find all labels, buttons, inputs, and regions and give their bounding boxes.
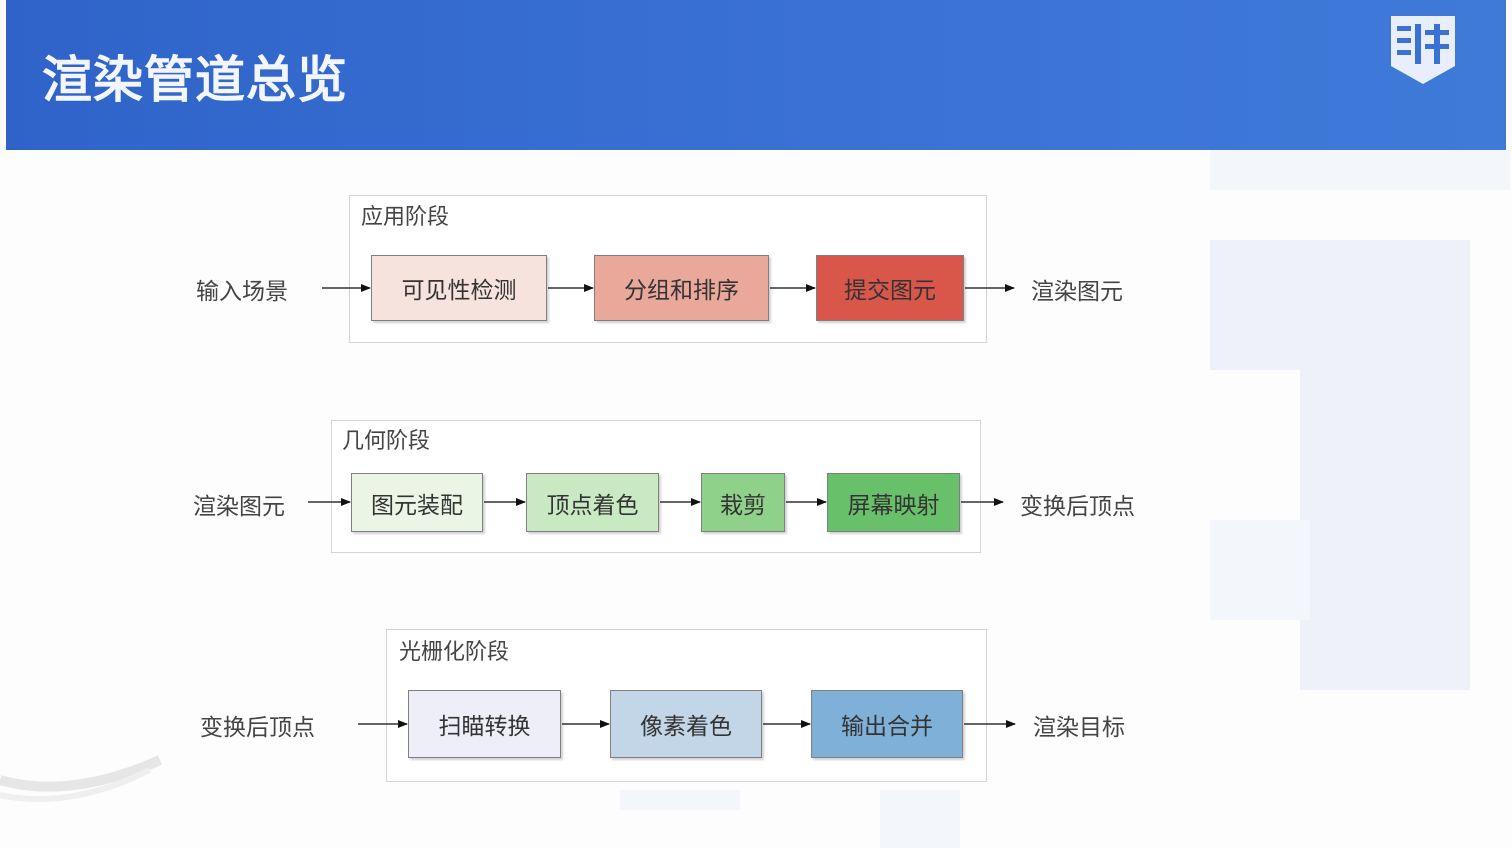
node-pixel-shading: 像素着色 — [610, 690, 762, 758]
stage-output-rasterization: 渲染目标 — [1033, 715, 1125, 741]
brand-logo-icon — [1391, 16, 1455, 84]
node-screen-mapping: 屏幕映射 — [827, 473, 960, 532]
stage-output-geometry: 变换后顶点 — [1020, 494, 1135, 520]
node-clipping: 栽剪 — [701, 473, 785, 532]
stage-label-geometry: 几何阶段 — [342, 429, 431, 454]
background-decoration — [1300, 370, 1470, 690]
stage-label-rasterization: 光栅化阶段 — [399, 640, 510, 665]
node-vertex-shading: 顶点着色 — [526, 473, 659, 532]
stage-input-geometry: 渲染图元 — [193, 494, 285, 520]
node-output-merge: 输出合并 — [811, 690, 963, 758]
stage-label-application: 应用阶段 — [361, 205, 450, 230]
background-decoration — [1210, 520, 1310, 620]
background-decoration — [620, 790, 740, 810]
node-group-and-sort: 分组和排序 — [594, 255, 769, 321]
node-submit-primitives: 提交图元 — [816, 255, 964, 321]
slide-header: 渲染管道总览 — [6, 0, 1506, 150]
background-decoration — [1210, 240, 1470, 370]
node-visibility-test: 可见性检测 — [371, 255, 547, 321]
node-primitive-assembly: 图元装配 — [351, 473, 483, 532]
stage-output-application: 渲染图元 — [1031, 279, 1123, 305]
background-decoration — [880, 790, 960, 848]
background-decoration — [1210, 150, 1510, 190]
swoosh-decoration — [0, 755, 163, 803]
stage-input-application: 输入场景 — [196, 279, 288, 305]
node-scan-conversion: 扫瞄转换 — [408, 690, 561, 758]
stage-input-rasterization: 变换后顶点 — [200, 715, 315, 741]
slide-title: 渲染管道总览 — [42, 51, 348, 109]
